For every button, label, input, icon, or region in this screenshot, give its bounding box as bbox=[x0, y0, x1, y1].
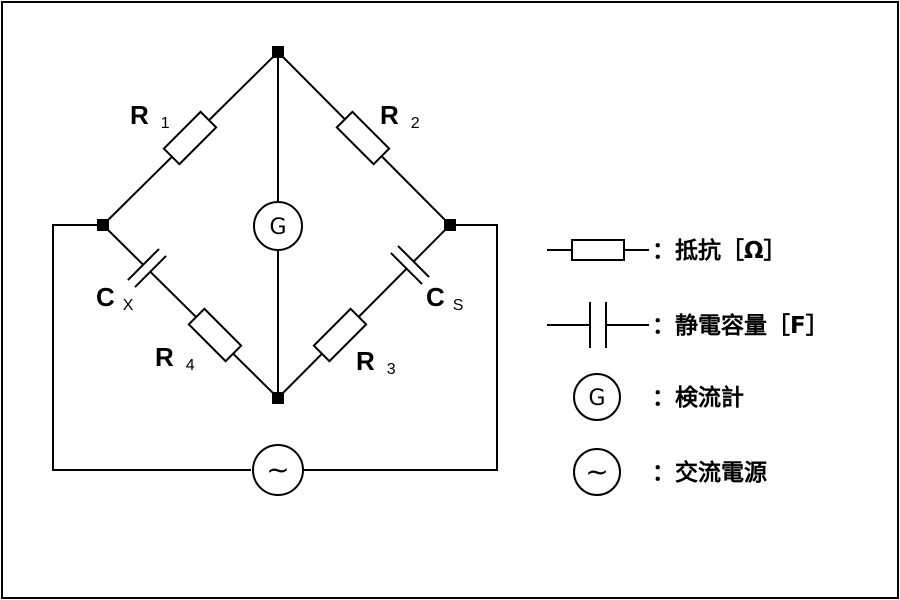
capacitor-cs bbox=[390, 245, 430, 285]
legend-galvanometer-symbol: G bbox=[588, 386, 605, 411]
wire-bottom-right bbox=[276, 223, 452, 400]
ac-source-symbol: ~ bbox=[266, 453, 289, 486]
legend-resistor-label: ：抵抗［Ω］ bbox=[652, 237, 787, 264]
legend-ac-source-icon bbox=[573, 448, 621, 496]
node-top bbox=[272, 46, 284, 58]
legend-ac-source-symbol: ~ bbox=[585, 455, 608, 488]
node-right bbox=[444, 219, 456, 231]
resistor-r3 bbox=[312, 307, 368, 363]
legend-galvanometer-icon bbox=[573, 373, 621, 421]
resistor-r1 bbox=[162, 110, 218, 166]
legend: ：抵抗［Ω］ ：静電容量［F］ G ：検流計 ~ ：交流電源 bbox=[547, 237, 829, 496]
resistor-r2 bbox=[335, 110, 391, 166]
wire-supply-left bbox=[52, 224, 251, 471]
wire-left-bottom bbox=[101, 223, 280, 400]
legend-ac-source-label: ：交流電源 bbox=[652, 459, 767, 486]
ac-source-circle bbox=[252, 444, 304, 496]
wire-supply-right bbox=[304, 224, 498, 471]
node-left bbox=[97, 219, 109, 231]
legend-capacitor-label: ：静電容量［F］ bbox=[652, 312, 829, 339]
resistor-r4 bbox=[187, 307, 243, 363]
legend-galvanometer-label: ：検流計 bbox=[652, 384, 744, 411]
capacitor-cx bbox=[127, 248, 167, 288]
node-bottom bbox=[272, 392, 284, 404]
galvanometer-symbol: G bbox=[269, 215, 286, 240]
galvanometer-circle bbox=[253, 201, 303, 251]
legend-resistor-icon bbox=[571, 239, 625, 261]
